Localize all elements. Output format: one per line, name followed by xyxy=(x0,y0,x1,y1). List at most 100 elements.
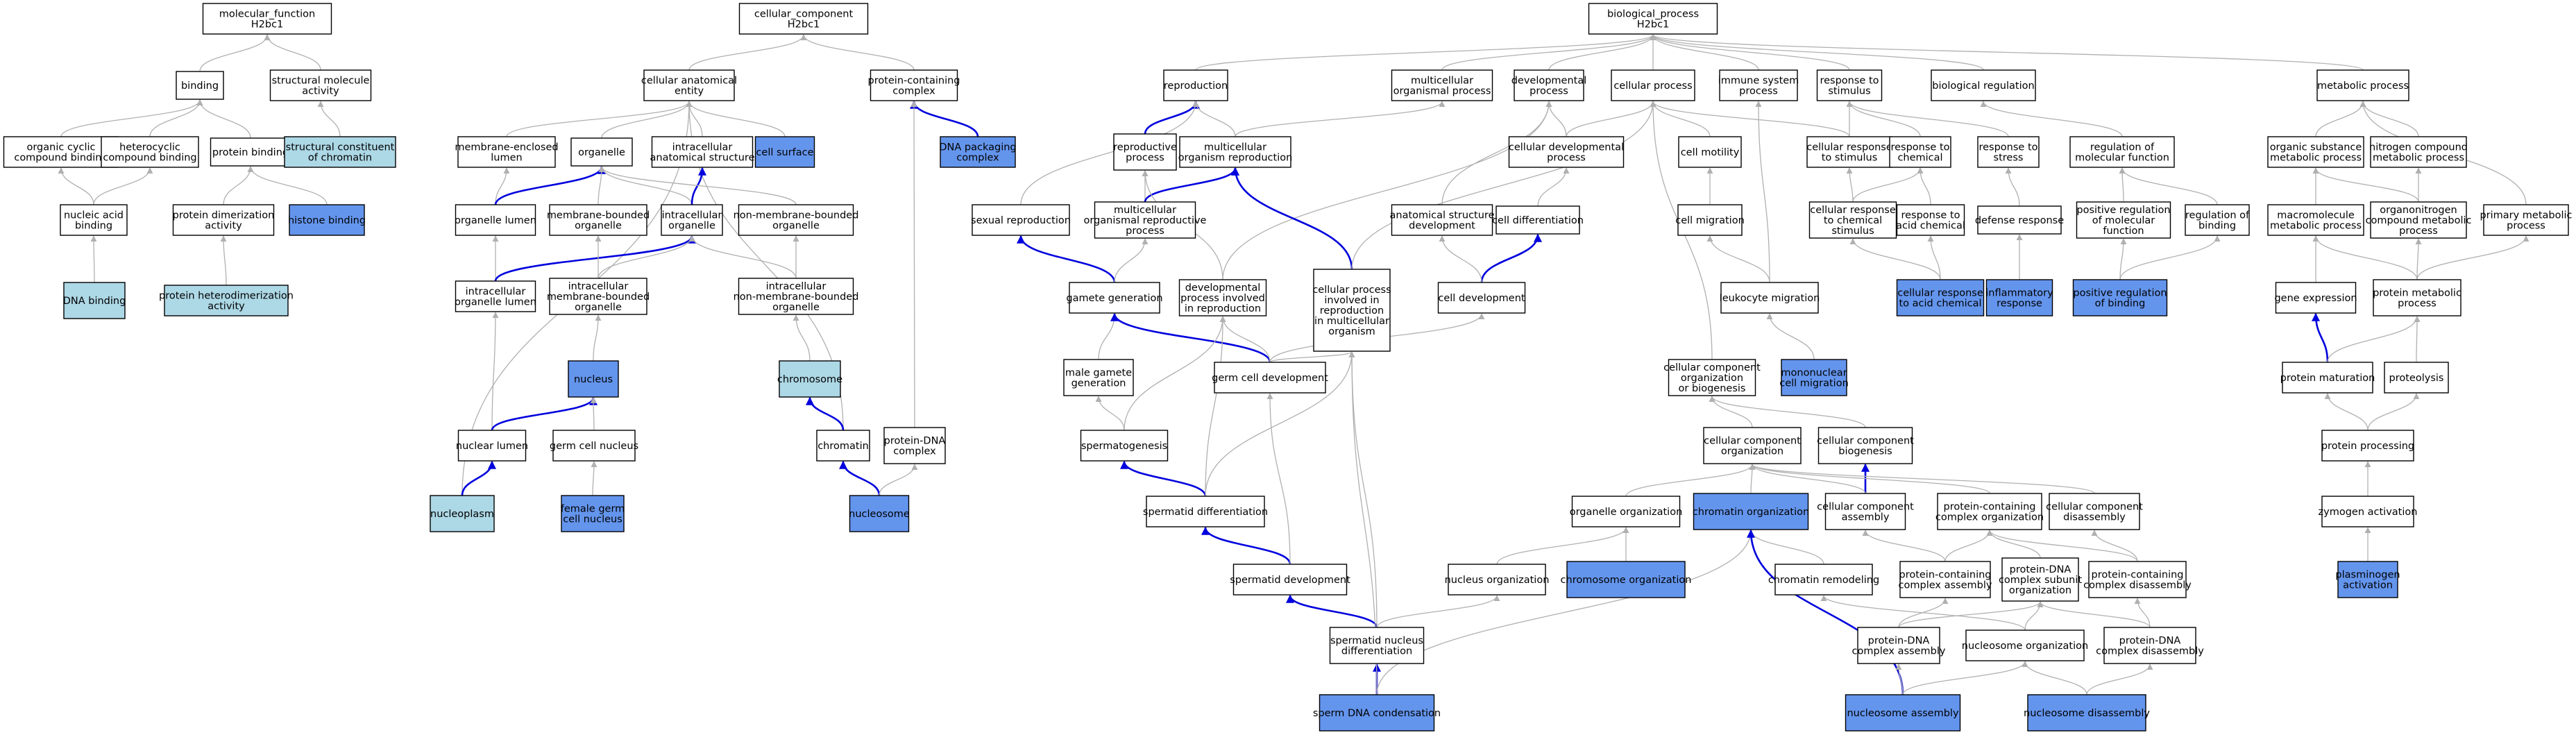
go-term-node-organelle[interactable]: organelle xyxy=(570,137,633,167)
go-term-node-chromosome[interactable]: chromosome xyxy=(777,360,842,398)
go-term-node-spermgen[interactable]: spermatogenesis xyxy=(1080,430,1169,462)
go-term-node-nucleoplasm[interactable]: nucleoplasm xyxy=(430,495,495,532)
go-term-node-gamgen[interactable]: gamete generation xyxy=(1066,282,1163,314)
go-term-node-defresp[interactable]: defense response xyxy=(1975,205,2064,235)
go-term-node-chromorg[interactable]: chromatin organization xyxy=(1693,493,1809,530)
go-term-node-proteolysis[interactable]: proteolysis xyxy=(2384,362,2449,394)
go-term-node-nlumen[interactable]: nuclear lumen xyxy=(456,430,528,462)
go-term-node-binding[interactable]: binding xyxy=(176,71,224,100)
go-term-node-nucdis[interactable]: nucleosome disassembly xyxy=(2024,694,2150,732)
go-term-node-metab[interactable]: metabolic process xyxy=(2316,69,2409,101)
go-term-node-bioreg[interactable]: biological regulation xyxy=(1931,69,2036,101)
go-term-node-celldev[interactable]: cell development xyxy=(1437,282,1526,314)
go-term-node-germnuc[interactable]: germ cell nucleus xyxy=(550,430,638,462)
go-term-node-cellmig[interactable]: cell migration xyxy=(1675,204,1745,236)
go-term-node-germdev[interactable]: germ cell development xyxy=(1212,362,1328,394)
go-term-node-spermdev[interactable]: spermatid development xyxy=(1230,564,1350,595)
go-term-node-celldiff[interactable]: cell differentiation xyxy=(1492,205,1584,235)
go-term-node-repro[interactable]: reproduction xyxy=(1163,69,1228,101)
go-term-node-leukmig[interactable]: leukocyte migration xyxy=(1720,282,1820,314)
go-term-node-nucleus[interactable]: nucleus xyxy=(568,360,619,398)
go-term-node-protproc[interactable]: protein processing xyxy=(2321,430,2414,462)
go-term-node-protmat[interactable]: protein maturation xyxy=(2280,362,2375,394)
go-term-node-geneexp[interactable]: gene expression xyxy=(2274,282,2357,314)
go-term-node-nucasm[interactable]: nucleosome assembly xyxy=(1845,694,1961,732)
go-term-node-chromatin[interactable]: chromatin xyxy=(816,430,870,462)
go-term-node-nucsorg[interactable]: nucleosome organization xyxy=(1962,630,2088,661)
go-term-node-cellmot[interactable]: cell motility xyxy=(1678,136,1742,168)
go-term-node-spermdiff[interactable]: spermatid differentiation xyxy=(1143,496,1268,527)
go-term-node-nucleosome[interactable]: nucleosome xyxy=(849,495,910,532)
go-term-node-nucorg[interactable]: nucleus organization xyxy=(1445,564,1550,595)
go-term-node-dnab[interactable]: DNA binding xyxy=(63,282,126,319)
go-term-node-chremod[interactable]: chromatin remodeling xyxy=(1768,564,1879,595)
go-term-node-cellproc[interactable]: cellular process xyxy=(1611,69,1695,101)
go-term-node-sexrepro[interactable]: sexual reproduction xyxy=(971,204,1071,236)
go-term-node-zymo[interactable]: zymogen activation xyxy=(2319,496,2418,527)
go-term-node-inmbo[interactable]: intracellularnon-membrane-boundedorganel… xyxy=(734,278,859,315)
go-term-node-olumen[interactable]: organelle lumen xyxy=(455,204,536,236)
go-term-node-sdc[interactable]: sperm DNA condensation xyxy=(1313,694,1441,732)
go-term-node-chromoorg[interactable]: chromosome organization xyxy=(1561,561,1692,598)
